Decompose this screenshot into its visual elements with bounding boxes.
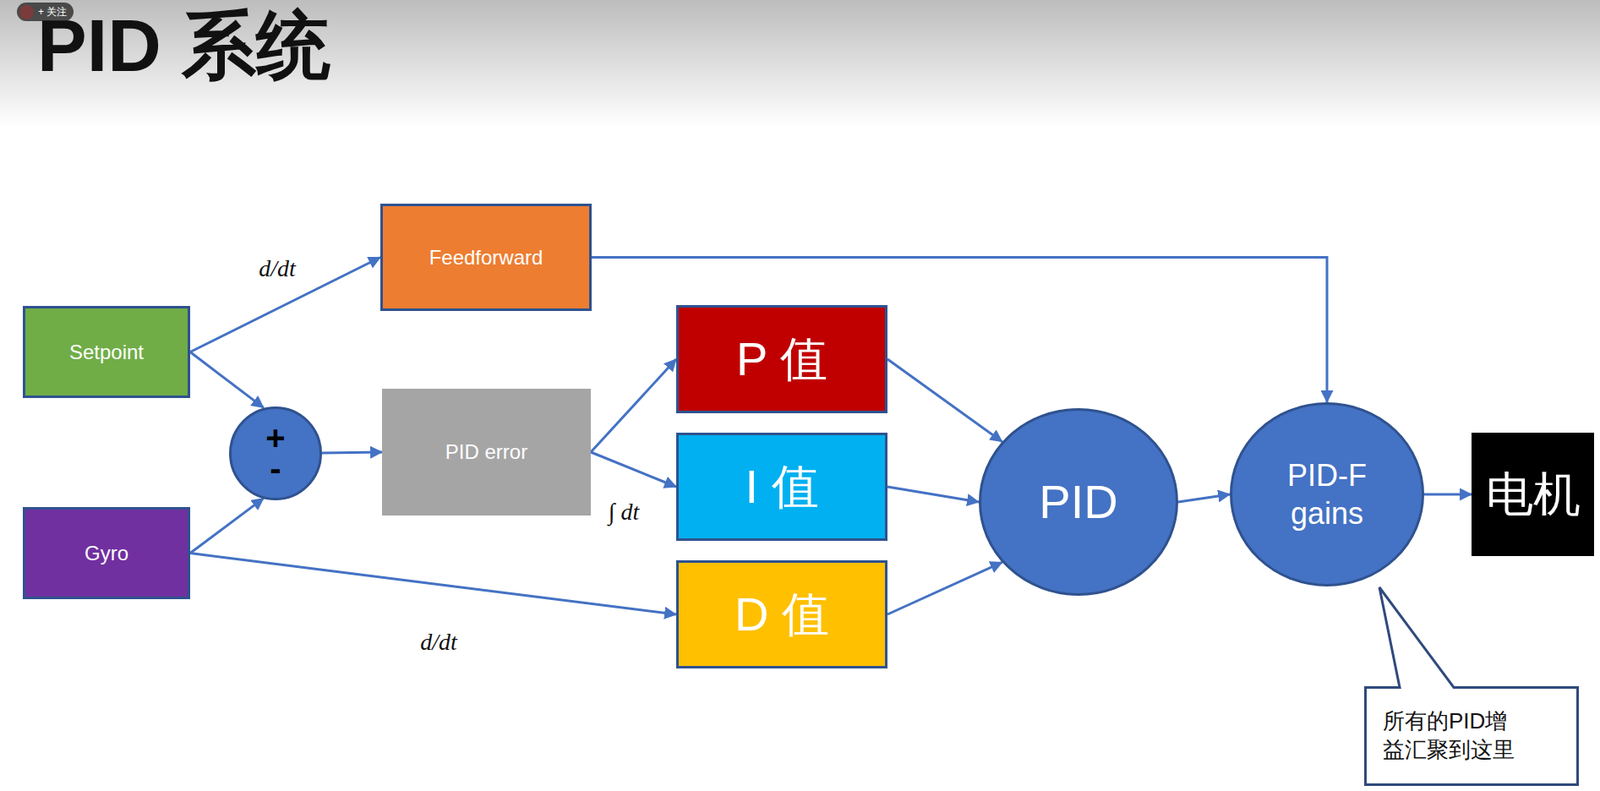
node-text: - [269, 453, 281, 484]
setpoint-box: Setpoint [22, 305, 191, 399]
node-text: + [265, 422, 285, 454]
node-text: 电机 [1485, 467, 1581, 522]
error-box: PID error [382, 388, 591, 516]
node-text: I 值 [744, 459, 819, 514]
p-term-box: P 值 [676, 305, 888, 414]
flow-arrow [590, 452, 677, 487]
pid-sum-circle: PID [978, 408, 1179, 596]
node-text: D 值 [734, 587, 830, 642]
node-text: PID [1038, 475, 1118, 530]
ellipse-outline [1364, 686, 1579, 787]
gyro-box: Gyro [22, 507, 191, 600]
flow-arrow [322, 452, 383, 454]
ellipse-outline [1229, 402, 1425, 587]
flow-arrow [1424, 493, 1472, 497]
flow-arrow [887, 359, 1003, 443]
flow-arrow [887, 562, 1003, 615]
avatar-dot [19, 5, 34, 20]
callout-note: 所有的PID增益汇聚到这里 [1364, 686, 1579, 787]
bubble-shape [1365, 587, 1579, 786]
feedforward-box: Feedforward [380, 203, 592, 312]
node-text: P 值 [736, 332, 828, 387]
flow-arrow [190, 553, 677, 616]
edge-label: d/dt [256, 255, 299, 283]
node-text: 所有的PID增益汇聚到这里 [1382, 707, 1523, 765]
i-term-box: I 值 [676, 432, 888, 541]
sum-junction: +- [229, 406, 323, 501]
node-text: Feedforward [429, 245, 544, 270]
flow-arrow [190, 352, 264, 409]
page-title: PID 系统 [37, 8, 331, 83]
follow-badge: + 关注 [16, 2, 74, 22]
d-term-box: D 值 [676, 560, 888, 669]
flow-arrow [190, 498, 264, 554]
node-text: Gyro [84, 541, 129, 566]
flow-arrow [887, 486, 979, 503]
ellipse-shape [230, 407, 322, 499]
node-text: Setpoint [69, 340, 144, 365]
ellipse-shape [1231, 404, 1424, 586]
edge-label: ∫ dt [606, 498, 642, 526]
flow-arrow [1178, 494, 1230, 503]
edge-label: d/dt [417, 628, 460, 656]
badge-text: + 关注 [38, 5, 67, 20]
motor-box: 电机 [1471, 432, 1595, 557]
ellipse-shape [980, 409, 1178, 596]
gains-circle: PID-F gains [1229, 402, 1425, 587]
flow-arrow [590, 359, 677, 453]
node-text: PID-F gains [1272, 456, 1382, 533]
node-text: PID error [445, 440, 528, 465]
